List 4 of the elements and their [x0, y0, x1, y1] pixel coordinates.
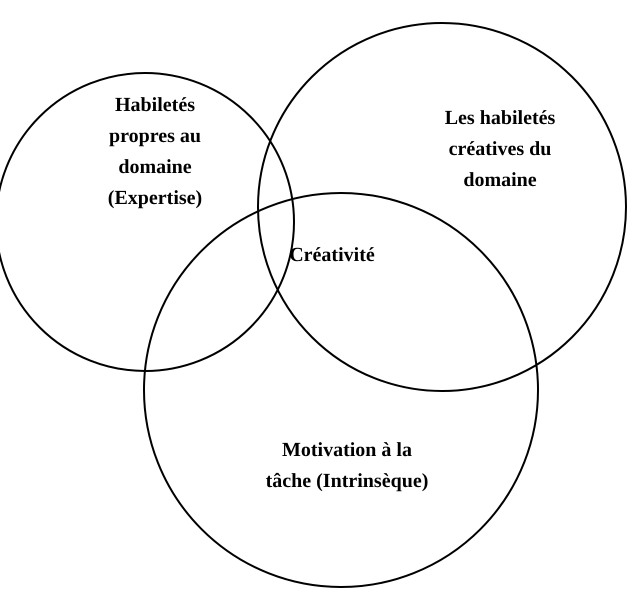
set-label: Motivation à la tâche (Intrinsèque) [264, 438, 430, 494]
intersection-label: Créativité [288, 243, 376, 268]
set-label: Habiletés propres au domaine (Expertise) [106, 93, 204, 211]
set-label: Les habiletés créatives du domaine [444, 106, 556, 193]
